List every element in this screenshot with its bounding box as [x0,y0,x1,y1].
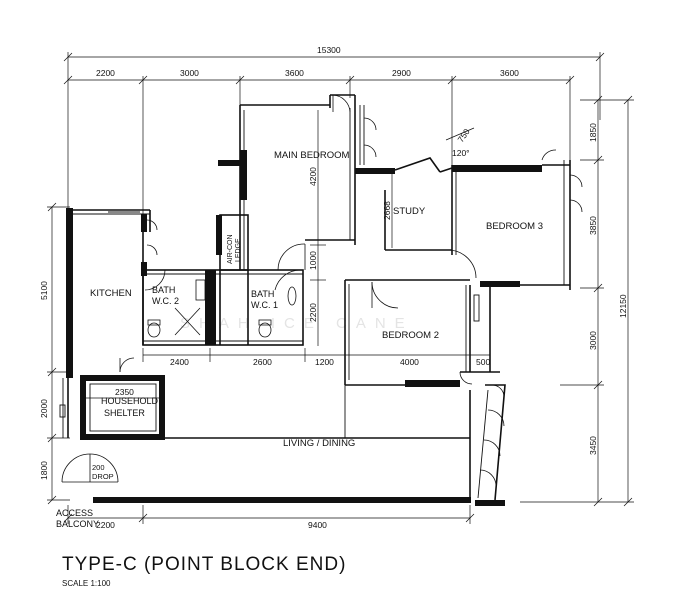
room-aircon-line2: LEDGE [235,238,242,262]
label-drop-line2: DROP [92,472,114,481]
dim-left-2: 2000 [39,399,49,418]
room-bath-1-line2: W.C. 1 [251,300,278,310]
doors [59,94,583,487]
walls [62,94,571,506]
fixtures [147,279,297,338]
dim-left-3: 1800 [39,461,49,480]
dim-right-2: 3850 [588,216,598,235]
room-study: STUDY [393,206,426,217]
dim-top-4: 2900 [392,68,411,78]
dim-top-1: 2200 [96,68,115,78]
room-main-bedroom: MAIN BEDROOM [274,150,350,161]
scale-label: SCALE 1:100 [62,579,111,588]
room-bedroom-2: BEDROOM 2 [382,330,439,341]
room-labels: MAIN BEDROOM STUDY BEDROOM 3 KITCHEN BAT… [56,150,543,529]
watermark: SHAH ICE CANE [180,315,414,332]
dim-bottom-1: 2200 [96,520,115,530]
dim-top-2: 3000 [180,68,199,78]
dim-study-height: 2668 [382,201,392,220]
dim-bottom-2: 9400 [308,520,327,530]
dim-corridor-1: 1000 [308,251,318,270]
dim-inner-3: 1200 [315,357,334,367]
dim-top-5: 3600 [500,68,519,78]
label-access-balcony-line1: ACCESS [56,508,93,518]
dim-inner-5: 500 [476,357,490,367]
dim-inner-1: 2400 [170,357,189,367]
dim-left-1: 5100 [39,281,49,300]
dim-right-1: 1850 [588,123,598,142]
dim-main-bedroom-height: 4200 [308,167,318,186]
toilet-icon [258,322,272,338]
room-aircon-line1: AIR-CON [227,234,234,264]
room-bath-2-line1: BATH [152,285,175,295]
dim-corridor-2: 2200 [308,303,318,322]
room-bath-2-line2: W.C. 2 [152,296,179,306]
dim-right-4: 3450 [588,436,598,455]
room-household-shelter-line1: HOUSEHOLD [101,396,159,406]
label-drop-line1: 200 [92,463,105,472]
label-access-balcony-line2: BALCONY [56,519,99,529]
room-household-shelter-line2: SHELTER [104,408,145,418]
room-bedroom-3: BEDROOM 3 [486,221,543,232]
room-kitchen: KITCHEN [90,288,132,299]
room-bath-1-line1: BATH [251,289,274,299]
room-living-dining: LIVING / DINING [283,438,355,449]
dim-angle: 120° [452,148,470,158]
dim-angled-width: 750 [455,127,471,145]
basin-icon [287,286,297,306]
dimension-lines [47,52,634,524]
dim-top-3: 3600 [285,68,304,78]
dim-right-overall: 12150 [618,294,628,318]
dim-overall-top: 15300 [317,45,341,55]
dimension-labels: 15300 2200 3000 3600 2900 3600 2200 9400… [39,45,628,530]
dim-inner-2: 2600 [253,357,272,367]
dim-right-3: 3000 [588,331,598,350]
dim-shelter-width: 2350 [115,387,134,397]
toilet-icon [147,322,161,338]
dim-inner-4: 4000 [400,357,419,367]
plan-title: TYPE-C (POINT BLOCK END) [62,554,347,575]
